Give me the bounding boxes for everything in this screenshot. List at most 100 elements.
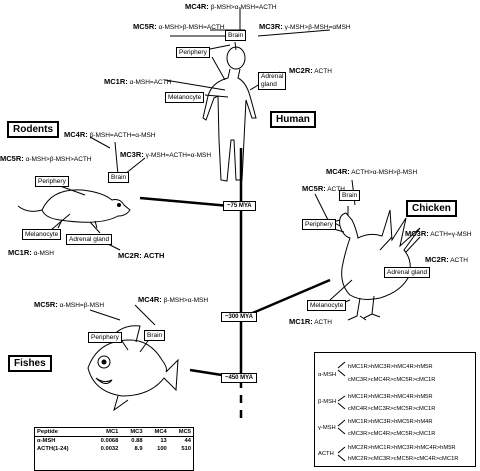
divergence-450-mya: ~450 MYA <box>221 373 257 383</box>
chicken-mc4r: MC4R: ACTH>α-MSH>β-MSH <box>326 168 417 177</box>
legend-alpha-human: hMC1R>hMC3R>hMC4R>hM5R <box>348 364 433 370</box>
species-rodents: Rodents <box>7 121 59 138</box>
rodent-brain-box: Brain <box>108 172 130 183</box>
chicken-mc3r: MC3R: ACTH=γ-MSH <box>405 230 472 239</box>
rodent-melanocyte-box: Melanocyte <box>22 229 62 240</box>
fish-mc5r-key: MC5R: <box>34 300 58 309</box>
rodent-mc1r-key: MC1R: <box>8 248 32 257</box>
table-cell: 0.0032 <box>100 446 119 452</box>
rodent-mc2r: MC2R: ACTH <box>118 252 164 261</box>
table-header-cell: MC5 <box>168 428 193 437</box>
rodent-mc2r-value: ACTH <box>143 251 165 260</box>
divergence-75-mya: ~75 MYA <box>223 201 256 211</box>
chicken-mc1r: MC1R: ACTH <box>289 318 332 327</box>
table-row: α-MSH 0.0068 0.88 13 44 <box>35 437 193 446</box>
legend-acth-chicken: hMC2R>cMC3R>cMC5R>cMC4R>cMC1R <box>348 456 459 462</box>
divergence-300-mya: ~300 MYA <box>221 312 257 322</box>
rodent-mc1r-value: α-MSH <box>33 250 54 257</box>
chicken-mc4r-value: ACTH>α-MSH>β-MSH <box>351 169 418 176</box>
human-mc5r-key: MC5R: <box>133 22 157 31</box>
human-mc4r-key: MC4R: <box>185 2 209 11</box>
legend-beta-label: β-MSH <box>318 399 337 405</box>
human-melanocyte-box: Melanocyte <box>165 92 205 103</box>
table-row: ACTH(1-24) 0.0032 8.9 100 510 <box>35 445 193 453</box>
table-header-cell: MC1 <box>88 428 121 437</box>
legend-beta-chicken: cMC4R>cMC3R>cMC5R>cMC1R <box>348 406 436 412</box>
legend-brackets <box>337 361 346 462</box>
chicken-periphery-box: Periphery <box>302 219 336 230</box>
rodent-mc4r-key: MC4R: <box>64 130 88 139</box>
ligand-selectivity-legend: α-MSH hMC1R>hMC3R>hMC4R>hM5R cMC3R>cMC4R… <box>314 352 476 467</box>
legend-gamma-human: hMC1R>hMC3R>hMC5R>hM4R <box>348 419 433 425</box>
table-cell: 100 <box>157 446 167 452</box>
fish-mc4r: MC4R: β-MSH>α-MSH <box>138 296 208 305</box>
chicken-mc2r-key: MC2R: <box>425 255 449 264</box>
chicken-mc4r-key: MC4R: <box>326 167 350 176</box>
table-header-cell: MC4 <box>144 428 169 437</box>
human-mc4r: MC4R: β-MSH>α-MSH=ACTH <box>185 3 277 12</box>
rodent-mc3r-value: γ-MSH=ACTH=α-MSH <box>145 152 212 159</box>
legend-gamma-label: γ-MSH <box>318 425 336 431</box>
human-mc3r-key: MC3R: <box>259 22 283 31</box>
rodent-mc4r: MC4R: β-MSH=ACTH=α-MSH <box>64 131 156 140</box>
rodent-mc3r-key: MC3R: <box>120 150 144 159</box>
human-mc2r-key: MC2R: <box>289 66 313 75</box>
chicken-mc1r-key: MC1R: <box>289 317 313 326</box>
species-chicken: Chicken <box>406 200 457 217</box>
chicken-mc3r-key: MC3R: <box>405 229 429 238</box>
rodent-mc3r: MC3R: γ-MSH=ACTH=α-MSH <box>120 151 211 160</box>
chicken-mc5r-key: MC5R: <box>302 184 326 193</box>
rodent-periphery-box: Periphery <box>35 176 69 187</box>
human-adrenal-box: Adrenal gland <box>258 72 287 90</box>
table-cell: 13 <box>160 438 167 444</box>
species-fishes: Fishes <box>8 355 52 372</box>
chicken-mc2r-value: ACTH <box>450 257 468 264</box>
table-cell: α-MSH <box>37 438 56 444</box>
chicken-mc5r-value: ACTH <box>327 186 345 193</box>
rodent-mc5r-value: α-MSH>β-MSH>ACTH <box>25 156 92 163</box>
human-mc3r-value: γ-MSH>β-MSH=αMSH <box>284 24 351 31</box>
human-silhouette <box>202 46 257 182</box>
table-header-cell: MC3 <box>120 428 145 437</box>
chicken-mc1r-value: ACTH <box>314 319 332 326</box>
human-brain-box: Brain <box>225 30 247 41</box>
table-header-cell: Peptide <box>35 428 88 437</box>
rodent-mc5r-key: MC5R: <box>0 154 24 163</box>
legend-acth-human: hMC2R>hMC1R>hMC3R>hMC4R>hM5R <box>348 445 456 451</box>
rodent-mc1r: MC1R: α-MSH <box>8 249 54 258</box>
human-periphery-box: Periphery <box>176 47 210 58</box>
table-cell: 0.88 <box>131 438 143 444</box>
fish-periphery-box: Periphery <box>88 332 122 343</box>
fish-mc5r: MC5R: α-MSH=β-MSH <box>34 301 104 310</box>
chicken-adrenal-box: Adrenal gland <box>384 267 431 278</box>
human-adrenal-line2: gland <box>261 81 277 88</box>
table-cell: 8.9 <box>134 446 143 452</box>
table-cell: 510 <box>181 446 191 452</box>
legend-alpha-label: α-MSH <box>318 372 337 378</box>
human-mc2r-value: ACTH <box>314 68 332 75</box>
chicken-melanocyte-box: Melanocyte <box>307 300 347 311</box>
chicken-mc2r: MC2R: ACTH <box>425 256 468 265</box>
human-mc2r: MC2R: ACTH <box>289 67 332 76</box>
rodent-mc5r: MC5R: α-MSH>β-MSH>ACTH <box>0 155 92 164</box>
chicken-brain-box: Brain <box>339 190 361 201</box>
fish-mc4r-value: β-MSH>α-MSH <box>163 297 209 304</box>
peptide-affinity-table: Peptide MC1 MC3 MC4 MC5 α-MSH 0.0068 0.8… <box>34 427 194 471</box>
chicken-mc3r-value: ACTH=γ-MSH <box>430 231 472 238</box>
human-adrenal-line1: Adrenal <box>261 73 284 80</box>
legend-gamma-chicken: cMC3R>cMC4R>cMC5R>cMC1R <box>348 431 436 437</box>
rodent-mc4r-value: β-MSH=ACTH=α-MSH <box>89 132 156 139</box>
human-mc1r: MC1R: α-MSH=ACTH <box>104 78 171 87</box>
table-cell: 44 <box>184 438 191 444</box>
table-cell: ACTH(1-24) <box>37 446 69 452</box>
human-mc4r-value: β-MSH>α-MSH=ACTH <box>210 4 277 11</box>
affinity-table: Peptide MC1 MC3 MC4 MC5 α-MSH 0.0068 0.8… <box>35 428 193 453</box>
table-cell: 0.0068 <box>100 438 119 444</box>
legend-beta-human: hMC1R>hMC3R>hMC4R>hM5R <box>348 394 433 400</box>
chicken-mc5r: MC5R: ACTH <box>302 185 345 194</box>
fish-mc5r-value: α-MSH=β-MSH <box>59 302 105 309</box>
rodent-silhouette <box>17 189 131 229</box>
fish-mc4r-key: MC4R: <box>138 295 162 304</box>
rodent-mc2r-key: MC2R: <box>118 251 142 260</box>
